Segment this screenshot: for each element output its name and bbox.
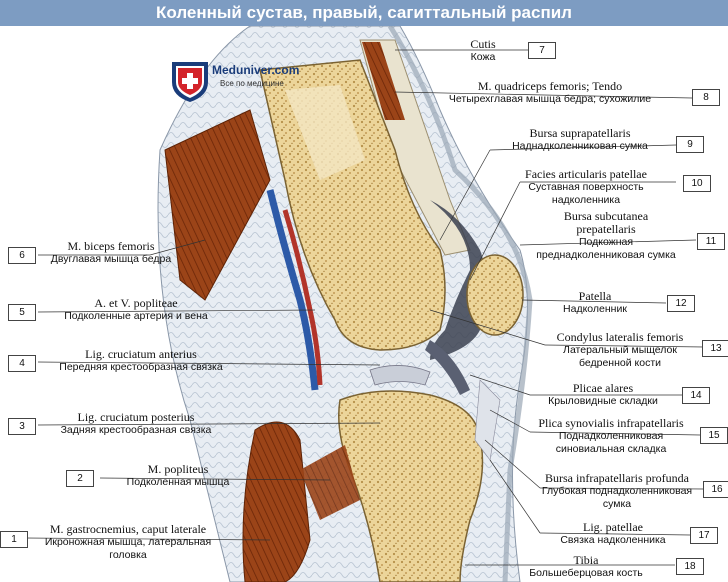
marker-3: 3	[8, 418, 36, 435]
marker-5: 5	[8, 304, 36, 321]
knee-illustration	[25, 26, 705, 582]
marker-14: 14	[682, 387, 710, 404]
page-title: Коленный сустав, правый, сагиттальный ра…	[0, 0, 728, 26]
marker-17: 17	[690, 527, 718, 544]
marker-13: 13	[702, 340, 728, 357]
logo-tagline: Все по медицине	[220, 79, 284, 88]
marker-10: 10	[683, 175, 711, 192]
marker-18: 18	[676, 558, 704, 575]
site-logo[interactable]: Meduniver.com Все по медицине	[168, 58, 299, 109]
label-a-v-popliteae: Lig. cruciatum anterius A. et V. poplite…	[64, 296, 208, 323]
shield-icon	[172, 62, 208, 102]
logo-name: Meduniver.com	[212, 63, 300, 77]
marker-7: 7	[528, 42, 556, 59]
marker-1: 1	[0, 531, 28, 548]
marker-11: 11	[697, 233, 725, 250]
marker-16: 16	[703, 481, 728, 498]
marker-6: 6	[8, 247, 36, 264]
marker-8: 8	[692, 89, 720, 106]
marker-2: 2	[66, 470, 94, 487]
marker-9: 9	[676, 136, 704, 153]
marker-4: 4	[8, 355, 36, 372]
marker-15: 15	[700, 427, 728, 444]
marker-12: 12	[667, 295, 695, 312]
